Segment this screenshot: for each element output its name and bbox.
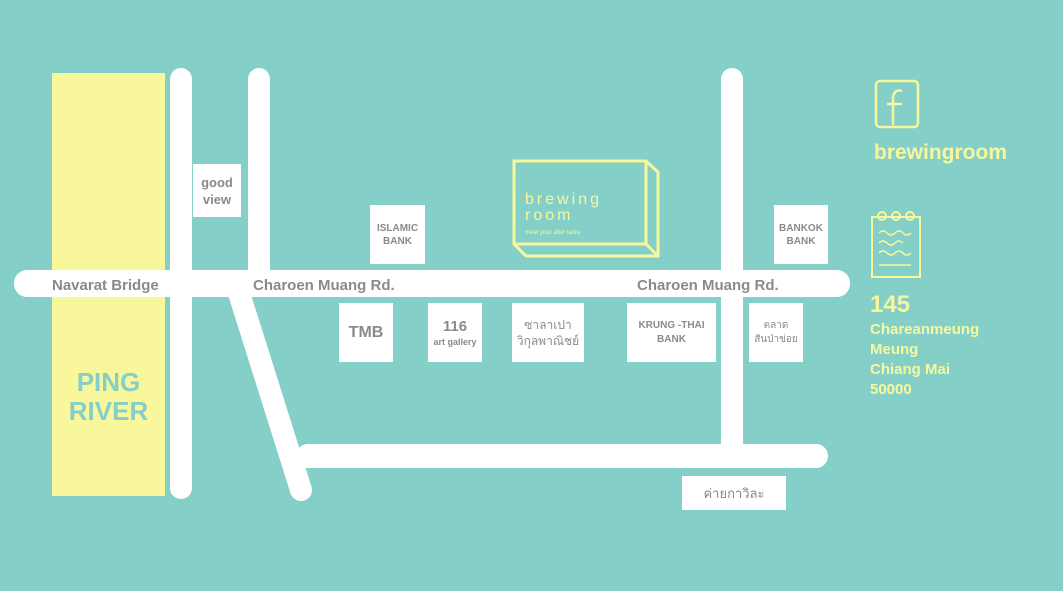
- logo-tagline: meet your after taste.: [525, 230, 582, 236]
- facebook-icon: [874, 79, 920, 129]
- logo-line2: room: [525, 207, 573, 224]
- charoen-muang-label-right: Charoen Muang Rd.: [637, 277, 779, 294]
- landmark-sala-pao: ซาลาเปา วิกุลพาณิชย์: [512, 303, 584, 362]
- talad-label: ตลาด สันป่าข่อย: [754, 319, 798, 345]
- gallery-number: 116: [442, 317, 468, 335]
- navarat-bridge-label: Navarat Bridge: [52, 277, 159, 294]
- bankok-bank-label: BANKOK BANK: [779, 222, 823, 247]
- river-label-line2: RIVER: [68, 396, 149, 426]
- landmark-talad: ตลาด สันป่าข่อย: [749, 303, 803, 362]
- vertical-road-right: [721, 68, 743, 460]
- address-line4: 50000: [870, 381, 912, 398]
- kai-kawila-label: ค่ายกาวิละ: [703, 485, 765, 501]
- address-line1: Chareanmeung: [870, 321, 980, 338]
- brewing-room-logo: brewing room meet your after taste.: [511, 158, 661, 263]
- river-label: PING RIVER: [52, 368, 165, 426]
- vertical-road-mid: [248, 68, 270, 288]
- address-number: 145: [870, 291, 911, 318]
- landmark-islamic-bank: ISLAMIC BANK: [370, 205, 425, 264]
- charoen-muang-label-left: Charoen Muang Rd.: [253, 277, 395, 294]
- logo-line1: brewing: [525, 191, 602, 208]
- good-view-label: good view: [201, 174, 233, 207]
- gallery-label: art gallery: [433, 336, 477, 347]
- islamic-bank-label: ISLAMIC BANK: [376, 222, 419, 247]
- landmark-good-view: good view: [193, 164, 241, 217]
- landmark-tmb: TMB: [339, 303, 393, 362]
- brand-name: brewingroom: [874, 141, 1008, 164]
- brewing-room-box: brewing room meet your after taste.: [512, 159, 660, 258]
- address-line3: Chiang Mai: [870, 361, 951, 378]
- notepad-icon: [871, 211, 921, 278]
- sala-pao-label: ซาลาเปา วิกุลพาณิชย์: [516, 317, 580, 348]
- lower-road: [296, 444, 828, 468]
- krung-thai-label: KRUNG -THAI BANK: [638, 319, 705, 345]
- tmb-label: TMB: [348, 323, 384, 341]
- vertical-road-left: [170, 68, 192, 499]
- landmark-kai-kawila: ค่ายกาวิละ: [682, 476, 786, 510]
- address-line2: Meung: [870, 341, 919, 358]
- landmark-krung-thai-bank: KRUNG -THAI BANK: [627, 303, 716, 362]
- address-block: 145 Chareanmeung Meung Chiang Mai 50000: [870, 290, 979, 400]
- charoen-muang-road: [14, 270, 850, 297]
- river-label-line1: PING: [76, 367, 141, 397]
- landmark-116-art-gallery: 116 art gallery: [428, 303, 482, 362]
- landmark-bankok-bank: BANKOK BANK: [774, 205, 828, 264]
